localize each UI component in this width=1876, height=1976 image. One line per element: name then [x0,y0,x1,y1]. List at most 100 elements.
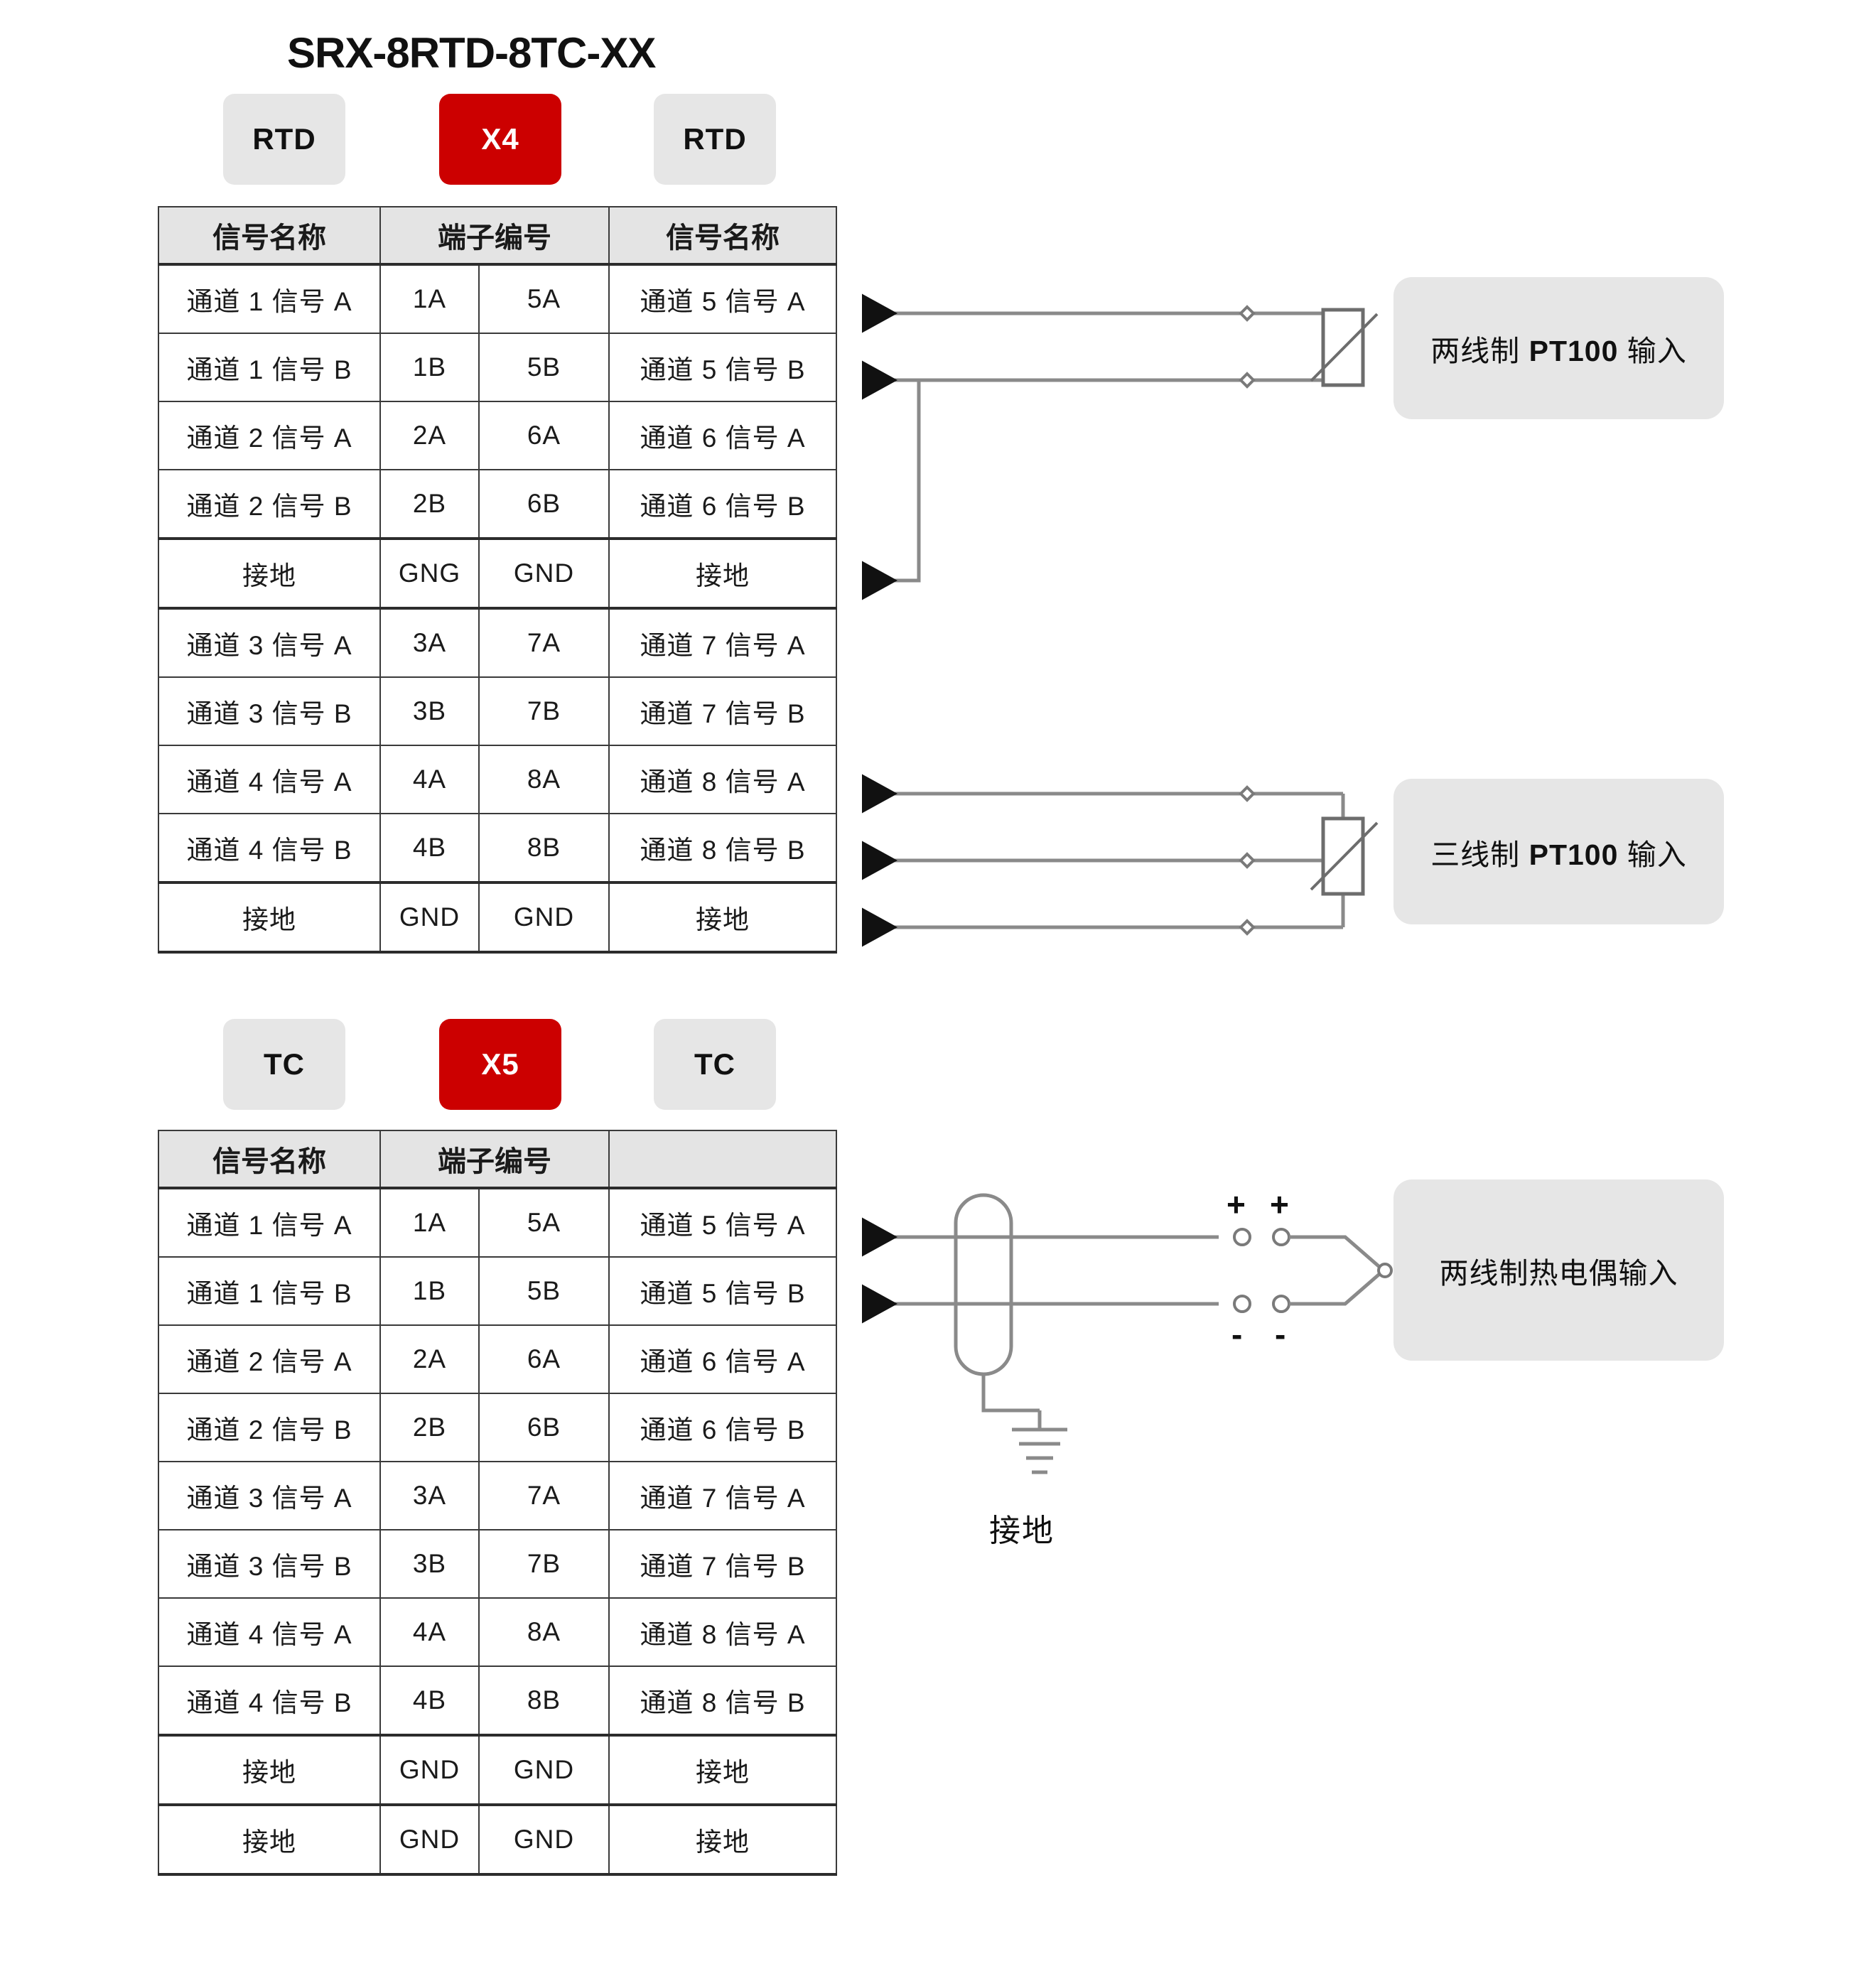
chip-x5: X5 [439,1019,561,1110]
header-terminal: 端子编号 [379,206,610,266]
cell-terminal-right: GND [478,881,610,954]
cell-signal-left: 通道 1 信号 B [158,1256,381,1326]
callout-suffix: 输入 [1618,838,1687,871]
cell-terminal-right: 6B [478,469,610,539]
terminal-marker [1239,785,1256,802]
cell-terminal-right: 7A [478,1461,610,1530]
wire-3w-mid-tap [1321,860,1343,883]
chip-label: TC [264,1047,305,1081]
wire-shield-to-earth [981,1374,1040,1413]
chip-tc-right: TC [654,1019,776,1110]
chip-label: RTD [683,122,747,156]
cell-terminal-right: 8A [478,1597,610,1667]
cell-terminal-right: 7B [478,1529,610,1599]
chip-label: X5 [481,1047,519,1081]
cell-signal-right: 通道 6 信号 A [608,401,837,470]
cell-signal-right: 通道 5 信号 B [608,1256,837,1326]
polarity-minus-outer: - [1275,1316,1286,1353]
cell-signal-right: 接地 [608,1803,837,1876]
cell-terminal-right: 5A [478,1187,610,1258]
cell-terminal-right: GND [478,537,610,610]
cell-signal-right: 通道 8 信号 A [608,745,837,814]
cell-terminal-right: 8A [478,745,610,814]
cell-terminal-left: GNG [379,537,480,610]
cell-terminal-left: GND [379,881,480,954]
cell-terminal-left: 1B [379,1256,480,1326]
rtd-arrow-slash-icon [1310,313,1379,382]
cell-terminal-left: 4A [379,1597,480,1667]
callout-pt100-2wire: 两线制 PT100 输入 [1393,277,1724,419]
cell-terminal-right: 7A [478,608,610,678]
cell-signal-left: 通道 3 信号 A [158,608,381,678]
callout-thermocouple-2wire: 两线制热电偶输入 [1393,1179,1724,1361]
cell-signal-right: 通道 8 信号 B [608,1665,837,1736]
cell-terminal-left: GND [379,1803,480,1876]
rtd-resistor-icon [1321,816,1365,896]
cell-signal-left: 接地 [158,1734,381,1806]
cell-signal-right: 通道 6 信号 A [608,1324,837,1394]
pt100-3wire-circuit [862,774,1379,947]
chip-rtd-left: RTD [223,94,345,185]
cell-signal-left: 通道 2 信号 B [158,469,381,539]
header-signal-right [608,1130,837,1189]
cell-terminal-right: 8B [478,813,610,883]
cell-signal-left: 通道 3 信号 B [158,1529,381,1599]
cell-signal-left: 接地 [158,881,381,954]
polarity-minus-inner: - [1231,1316,1243,1353]
cell-signal-right: 通道 7 信号 A [608,1461,837,1530]
terminal-marker [1272,1295,1290,1313]
cell-terminal-right: 6B [478,1393,610,1462]
polarity-plus-inner: + [1227,1186,1246,1223]
chip-label: RTD [252,122,316,156]
chip-rtd-right: RTD [654,94,776,185]
cell-signal-left: 接地 [158,1803,381,1876]
cell-terminal-left: 4B [379,813,480,883]
cell-signal-right: 接地 [608,1734,837,1806]
cell-terminal-left: 2A [379,401,480,470]
cell-terminal-left: 3A [379,1461,480,1530]
cell-terminal-left: 3B [379,1529,480,1599]
cell-terminal-left: 3B [379,676,480,746]
chip-x4: X4 [439,94,561,185]
cell-terminal-left: GND [379,1734,480,1806]
callout-prefix: 三线制 [1430,838,1529,871]
cell-terminal-right: 7B [478,676,610,746]
chip-tc-left: TC [223,1019,345,1110]
cell-signal-right: 通道 6 信号 B [608,469,837,539]
polarity-plus-outer: + [1270,1186,1289,1223]
cell-terminal-right: 5A [478,264,610,334]
callout-suffix: 输入 [1618,335,1687,367]
cell-signal-left: 通道 2 信号 A [158,1324,381,1394]
cell-terminal-left: 1B [379,333,480,402]
cell-signal-left: 通道 1 信号 B [158,333,381,402]
terminal-marker [1272,1228,1290,1246]
chip-label: X4 [481,122,519,156]
cell-terminal-right: 5B [478,333,610,402]
cell-signal-right: 接地 [608,537,837,610]
thermocouple-junction-icon [1377,1263,1393,1278]
cell-terminal-right: 5B [478,1256,610,1326]
cell-signal-left: 通道 2 信号 B [158,1393,381,1462]
cell-terminal-right: 6A [478,401,610,470]
cell-terminal-left: 4B [379,1665,480,1736]
cell-terminal-left: 2A [379,1324,480,1394]
cell-terminal-left: 2B [379,1393,480,1462]
earth-ground-icon [1012,1410,1067,1474]
